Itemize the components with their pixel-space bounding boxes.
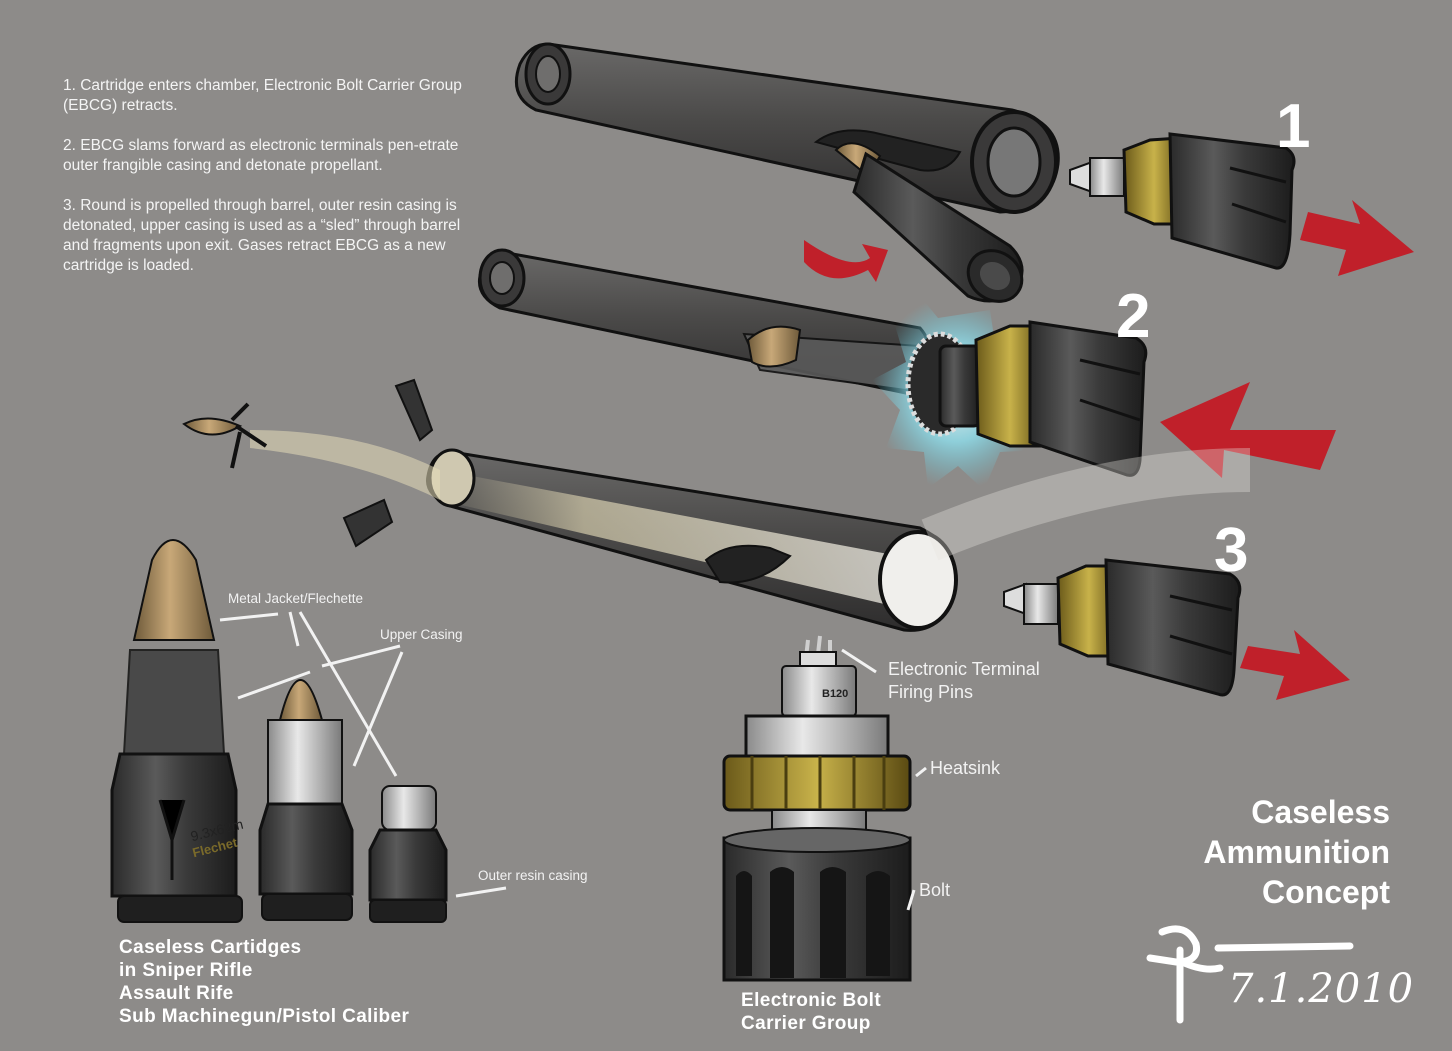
cartridge-leader-lines	[219, 611, 507, 898]
ebcg-caption: Electronic Bolt Carrier Group	[741, 989, 881, 1035]
title-line-3: Concept	[1262, 874, 1390, 910]
label-firing-pins-line-2: Firing Pins	[888, 682, 974, 702]
instruction-step-2: 2. EBCG slams forward as electronic term…	[63, 137, 459, 174]
instruction-step-3: 3. Round is propelled through barrel, ou…	[63, 197, 461, 274]
ebcg-step-3	[1003, 558, 1242, 697]
ebcg-caption-line-2: Carrier Group	[741, 1013, 871, 1034]
step-number-1: 1	[1276, 92, 1311, 161]
label-metal-jacket: Metal Jacket/Flechette	[228, 591, 364, 606]
instruction-step-1: 1. Cartridge enters chamber, Electronic …	[63, 77, 462, 114]
cartridge-smg	[368, 785, 448, 923]
page-title: Caseless Ammunition Concept	[1203, 792, 1390, 912]
arrow-right-step-1	[1300, 200, 1414, 276]
cartridges-caption-line-3: Assault Rife	[119, 983, 234, 1004]
instructions-block: 1. Cartridge enters chamber, Electronic …	[63, 76, 473, 296]
cartridges-caption-line-4: Sub Machinegun/Pistol Caliber	[119, 1006, 410, 1027]
cartridges-caption: Caseless Cartidges in Sniper Rifle Assau…	[119, 936, 409, 1028]
label-bolt: Bolt	[919, 880, 951, 900]
label-upper-casing: Upper Casing	[380, 627, 463, 642]
cartridges-caption-line-1: Caseless Cartidges	[119, 937, 302, 958]
signature-mark	[1146, 925, 1354, 1024]
label-outer-resin: Outer resin casing	[478, 868, 588, 883]
step-number-2: 2	[1116, 282, 1151, 351]
exhaust-smoke	[250, 430, 440, 500]
label-firing-pins: Electronic Terminal Firing Pins	[888, 658, 1040, 704]
pin-marking: B120	[822, 688, 849, 700]
label-firing-pins-line-1: Electronic Terminal	[888, 659, 1040, 679]
cartridge-entering-chamber	[834, 142, 1024, 303]
title-line-2: Ammunition	[1203, 834, 1390, 870]
barrel-step-1	[515, 42, 1060, 214]
curved-arrow-step-1	[804, 240, 888, 282]
cartridge-assault	[258, 679, 354, 921]
arrow-right-step-3	[1240, 630, 1350, 700]
casing-fragments	[342, 378, 434, 548]
ebcg-caption-line-1: Electronic Bolt	[741, 990, 882, 1011]
signature-date: 7.1.2010	[1228, 966, 1415, 1012]
barrel-step-2	[477, 248, 932, 398]
barrel-step-3	[425, 448, 1251, 632]
cartridge-sniper	[110, 539, 243, 923]
label-heatsink: Heatsink	[930, 758, 1001, 778]
cartridges-caption-line-2: in Sniper Rifle	[119, 960, 253, 981]
step-number-3: 3	[1214, 516, 1249, 585]
ebcg-step-1	[1069, 132, 1296, 270]
title-line-1: Caseless	[1251, 794, 1390, 830]
ebcg-leader-lines	[841, 648, 927, 911]
arrow-left-step-2	[1160, 382, 1336, 478]
ebcg-step-2	[938, 320, 1148, 477]
ebcg-detail	[722, 635, 912, 982]
projectile-flechette	[182, 402, 268, 469]
